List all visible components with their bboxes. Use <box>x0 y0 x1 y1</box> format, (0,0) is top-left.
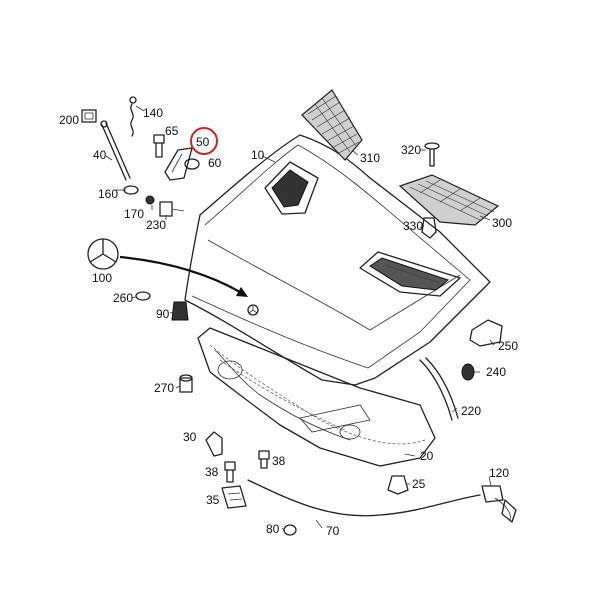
seal-roll-240-part <box>461 363 475 381</box>
emblem-arrow <box>119 255 248 297</box>
hood-insulation-liner <box>197 327 436 467</box>
pad-250-part <box>469 319 503 347</box>
screw-320-part <box>424 142 440 167</box>
hood-air-scoop-upper <box>264 161 319 215</box>
cap-60-part <box>184 158 200 170</box>
hood-emblem-mark <box>247 304 259 316</box>
release-handle-120-part <box>481 485 517 523</box>
label-25: 25 <box>412 477 426 491</box>
label-50: 50 <box>196 135 210 149</box>
stop-270-part <box>179 374 193 393</box>
label-250: 250 <box>498 339 518 353</box>
hood-part <box>184 134 491 386</box>
callout-labels: 200 140 65 50 60 40 10 310 320 160 170 2… <box>59 106 518 538</box>
label-38-left: 38 <box>205 465 219 479</box>
grille-300 <box>398 174 500 226</box>
bumper-90-part <box>171 301 189 321</box>
label-30: 30 <box>183 430 197 444</box>
highlight-circle-50 <box>190 127 218 155</box>
label-140: 140 <box>143 106 163 120</box>
label-330: 330 <box>403 219 423 233</box>
grommet-160-part <box>123 185 139 195</box>
label-120: 120 <box>489 466 509 480</box>
bolt-230-part <box>159 201 185 217</box>
clip-330-part <box>421 217 437 239</box>
hood-air-scoop-lower <box>359 251 461 297</box>
emblem-100-part <box>87 238 119 270</box>
stay-rod-40-part <box>100 120 131 181</box>
clip-25-part <box>387 475 409 495</box>
label-320: 320 <box>401 143 421 157</box>
release-cable-70-part <box>247 479 511 521</box>
spring-140-part <box>129 96 137 137</box>
leader-lines <box>105 105 495 531</box>
label-310: 310 <box>360 151 380 165</box>
hinge-50-part <box>164 147 193 181</box>
label-20: 20 <box>420 449 434 463</box>
label-240: 240 <box>486 365 506 379</box>
label-70: 70 <box>326 524 340 538</box>
label-260: 260 <box>113 291 133 305</box>
label-65: 65 <box>165 124 179 138</box>
clip-200-part <box>81 109 97 123</box>
bracket-30-part <box>205 431 223 457</box>
label-90: 90 <box>156 307 170 321</box>
pad-260-part <box>135 291 151 301</box>
label-220: 220 <box>461 404 481 418</box>
label-40: 40 <box>93 148 107 162</box>
label-160: 160 <box>98 187 118 201</box>
grille-310 <box>301 89 363 161</box>
label-60: 60 <box>208 156 222 170</box>
label-230: 230 <box>146 218 166 232</box>
grommet-80-part <box>283 524 297 536</box>
label-10: 10 <box>251 148 265 162</box>
seal-strip-220-part <box>419 357 459 421</box>
washer-170-part <box>145 195 155 205</box>
bolt-65-part <box>153 134 165 158</box>
label-200: 200 <box>59 113 79 127</box>
label-35: 35 <box>206 493 220 507</box>
label-300: 300 <box>492 216 512 230</box>
bolt-38-part <box>224 450 270 483</box>
latch-35-part <box>221 485 247 509</box>
label-38-right: 38 <box>272 454 286 468</box>
label-80: 80 <box>266 522 280 536</box>
label-270: 270 <box>154 381 174 395</box>
label-170: 170 <box>124 207 144 221</box>
label-100: 100 <box>92 271 112 285</box>
